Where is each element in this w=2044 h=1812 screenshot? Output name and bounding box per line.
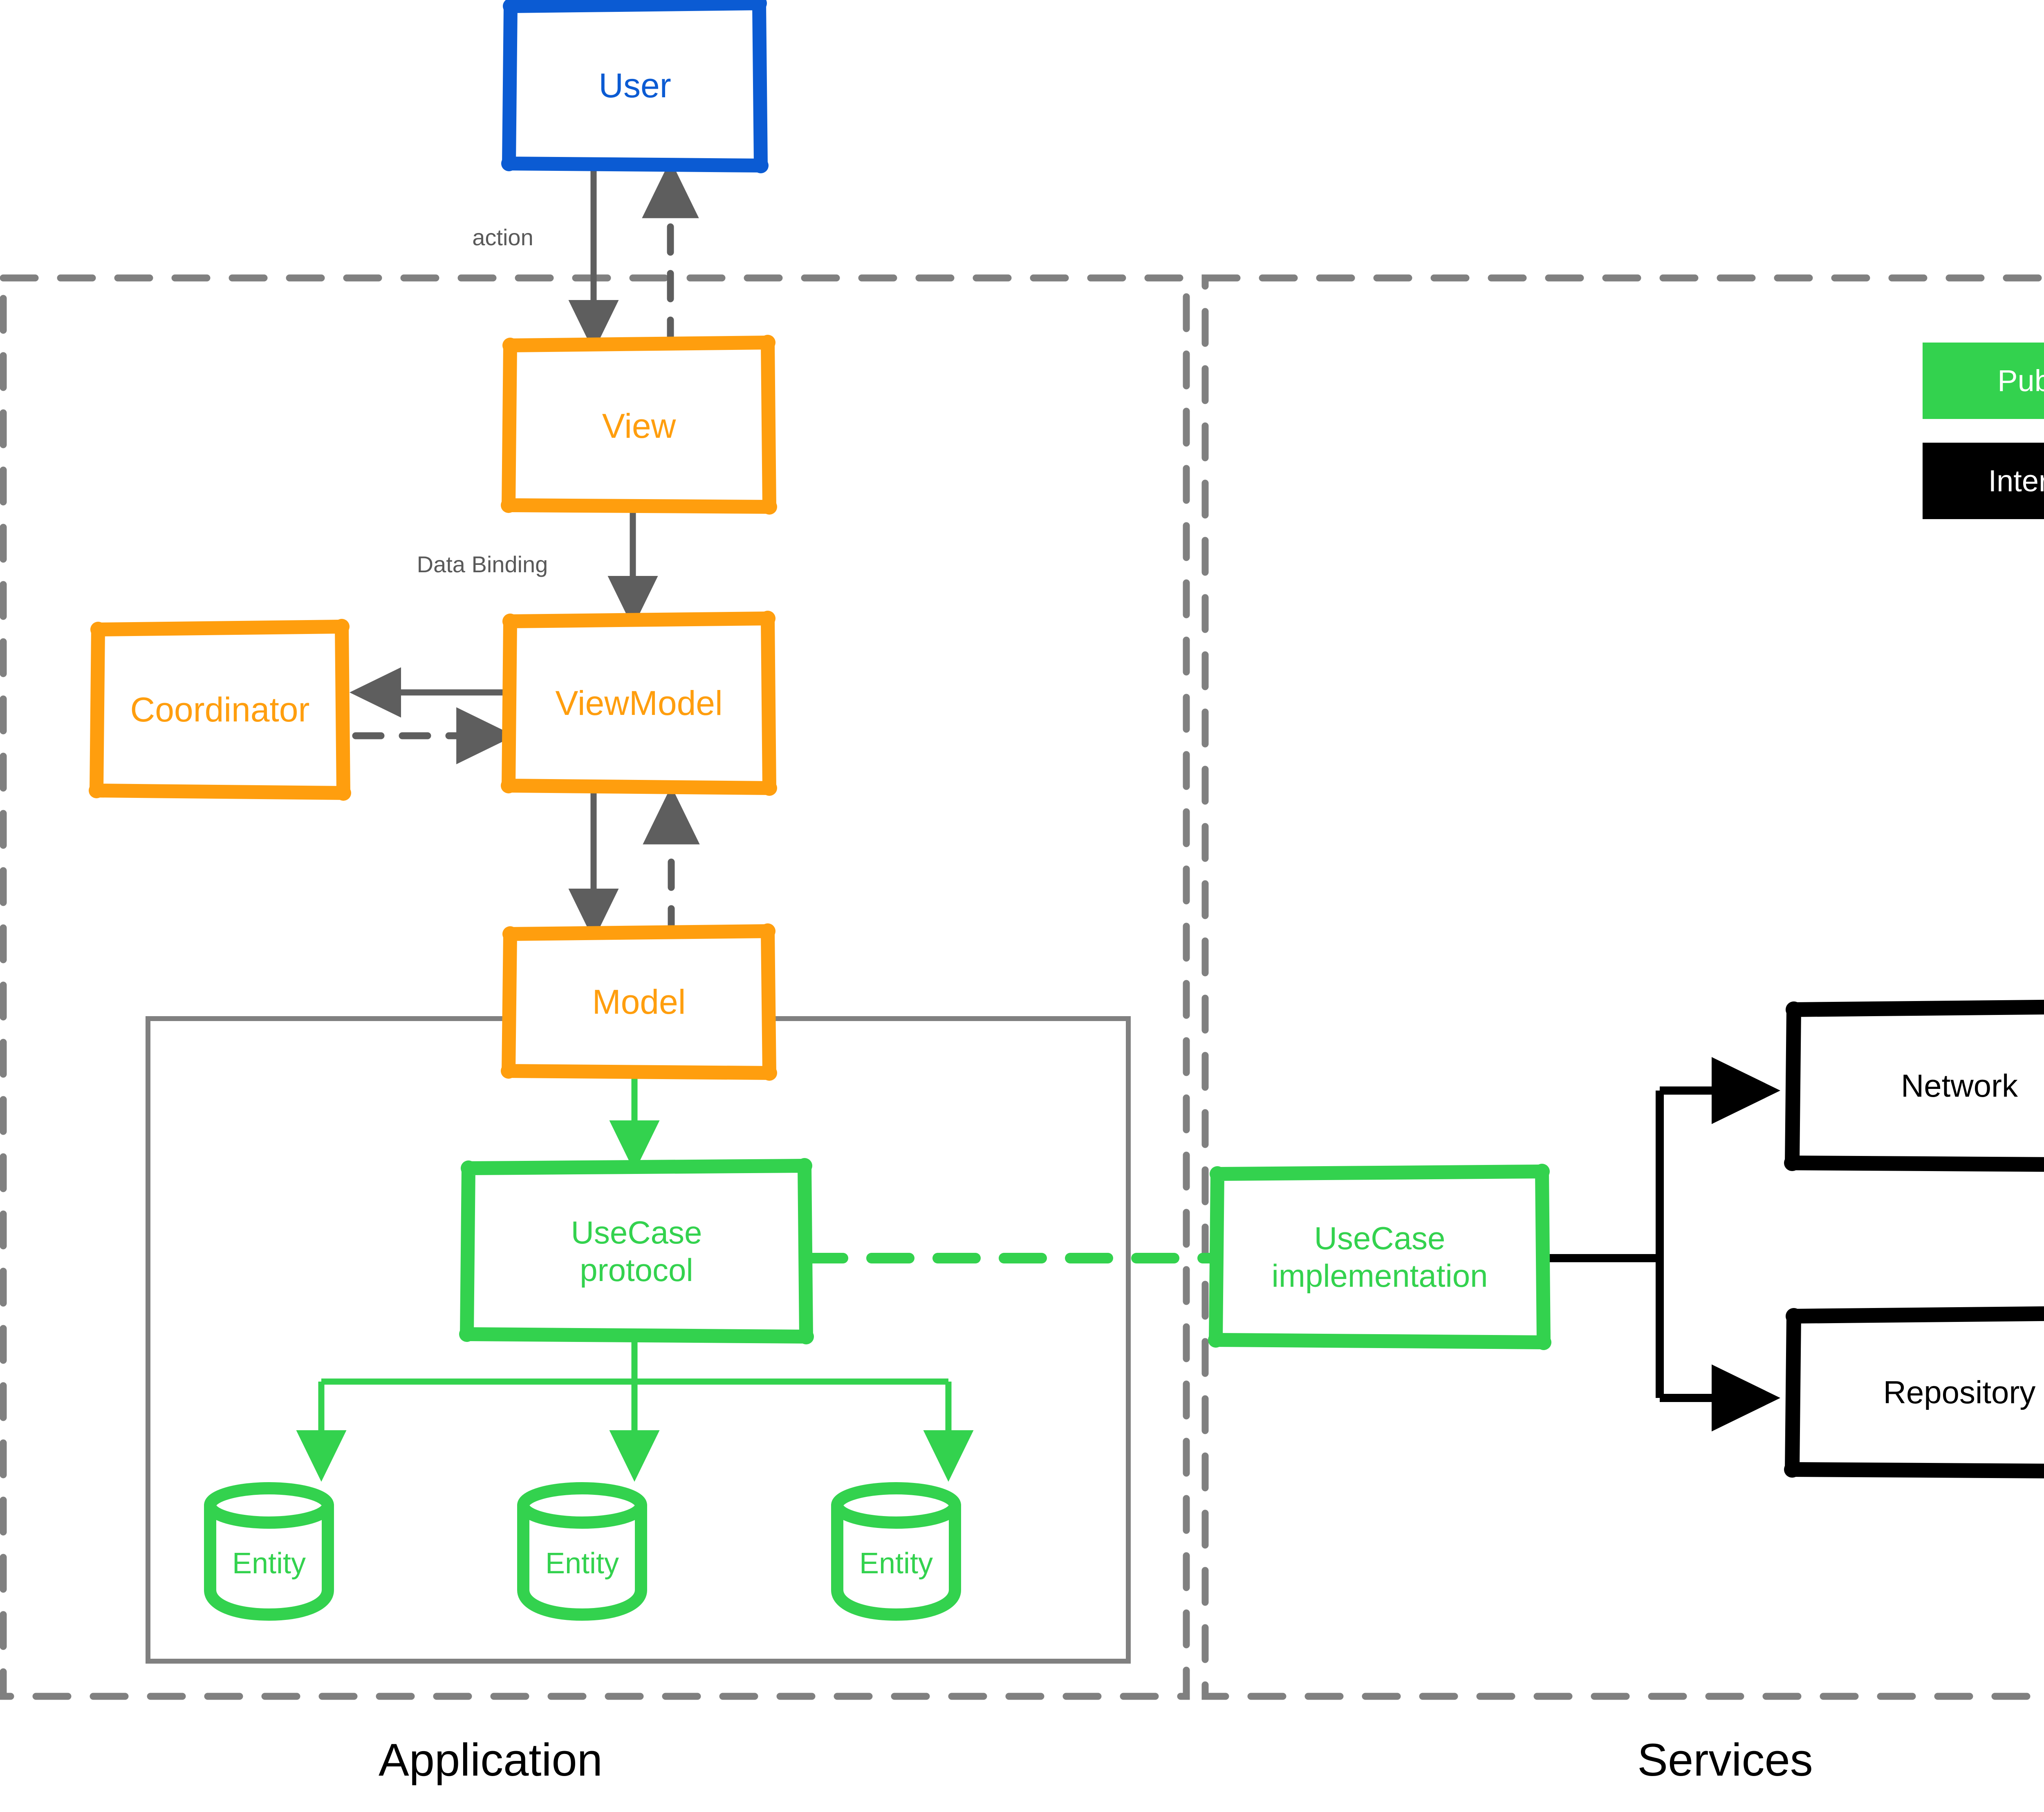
edge-label-action: action [472, 224, 533, 250]
node-view-shape[interactable] [501, 335, 777, 515]
edge-implementation-to-services [1542, 1057, 1780, 1431]
zone-application-border [0, 274, 1190, 1700]
node-entity-1-shape[interactable] [204, 1482, 334, 1621]
legend-internal-label: Internal [1988, 464, 2044, 498]
node-user-shape[interactable] [501, 0, 769, 173]
node-usecase-protocol-shape[interactable] [459, 1158, 814, 1344]
legend-public-swatch [1923, 343, 2044, 419]
node-usecase-implementation-shape[interactable] [1208, 1164, 1551, 1350]
zone-services-label: Services [1637, 1734, 1813, 1785]
node-network-shape[interactable] [1784, 998, 2044, 1173]
node-entity-2-shape[interactable] [517, 1482, 647, 1621]
zone-application-label: Application [379, 1734, 603, 1785]
legend-public-label: Public [1997, 364, 2044, 398]
node-viewmodel-shape[interactable] [501, 611, 777, 796]
zone-services-border [1201, 274, 2044, 1700]
node-coordinator-shape[interactable] [89, 619, 351, 801]
node-repository-shape[interactable] [1784, 1305, 2044, 1480]
edge-usecase-to-entities [296, 1335, 974, 1482]
node-model-shape[interactable] [501, 923, 777, 1081]
legend-internal-swatch [1923, 443, 2044, 519]
node-entity-3-shape[interactable] [831, 1482, 961, 1621]
edge-label-data-binding: Data Binding [417, 551, 548, 577]
